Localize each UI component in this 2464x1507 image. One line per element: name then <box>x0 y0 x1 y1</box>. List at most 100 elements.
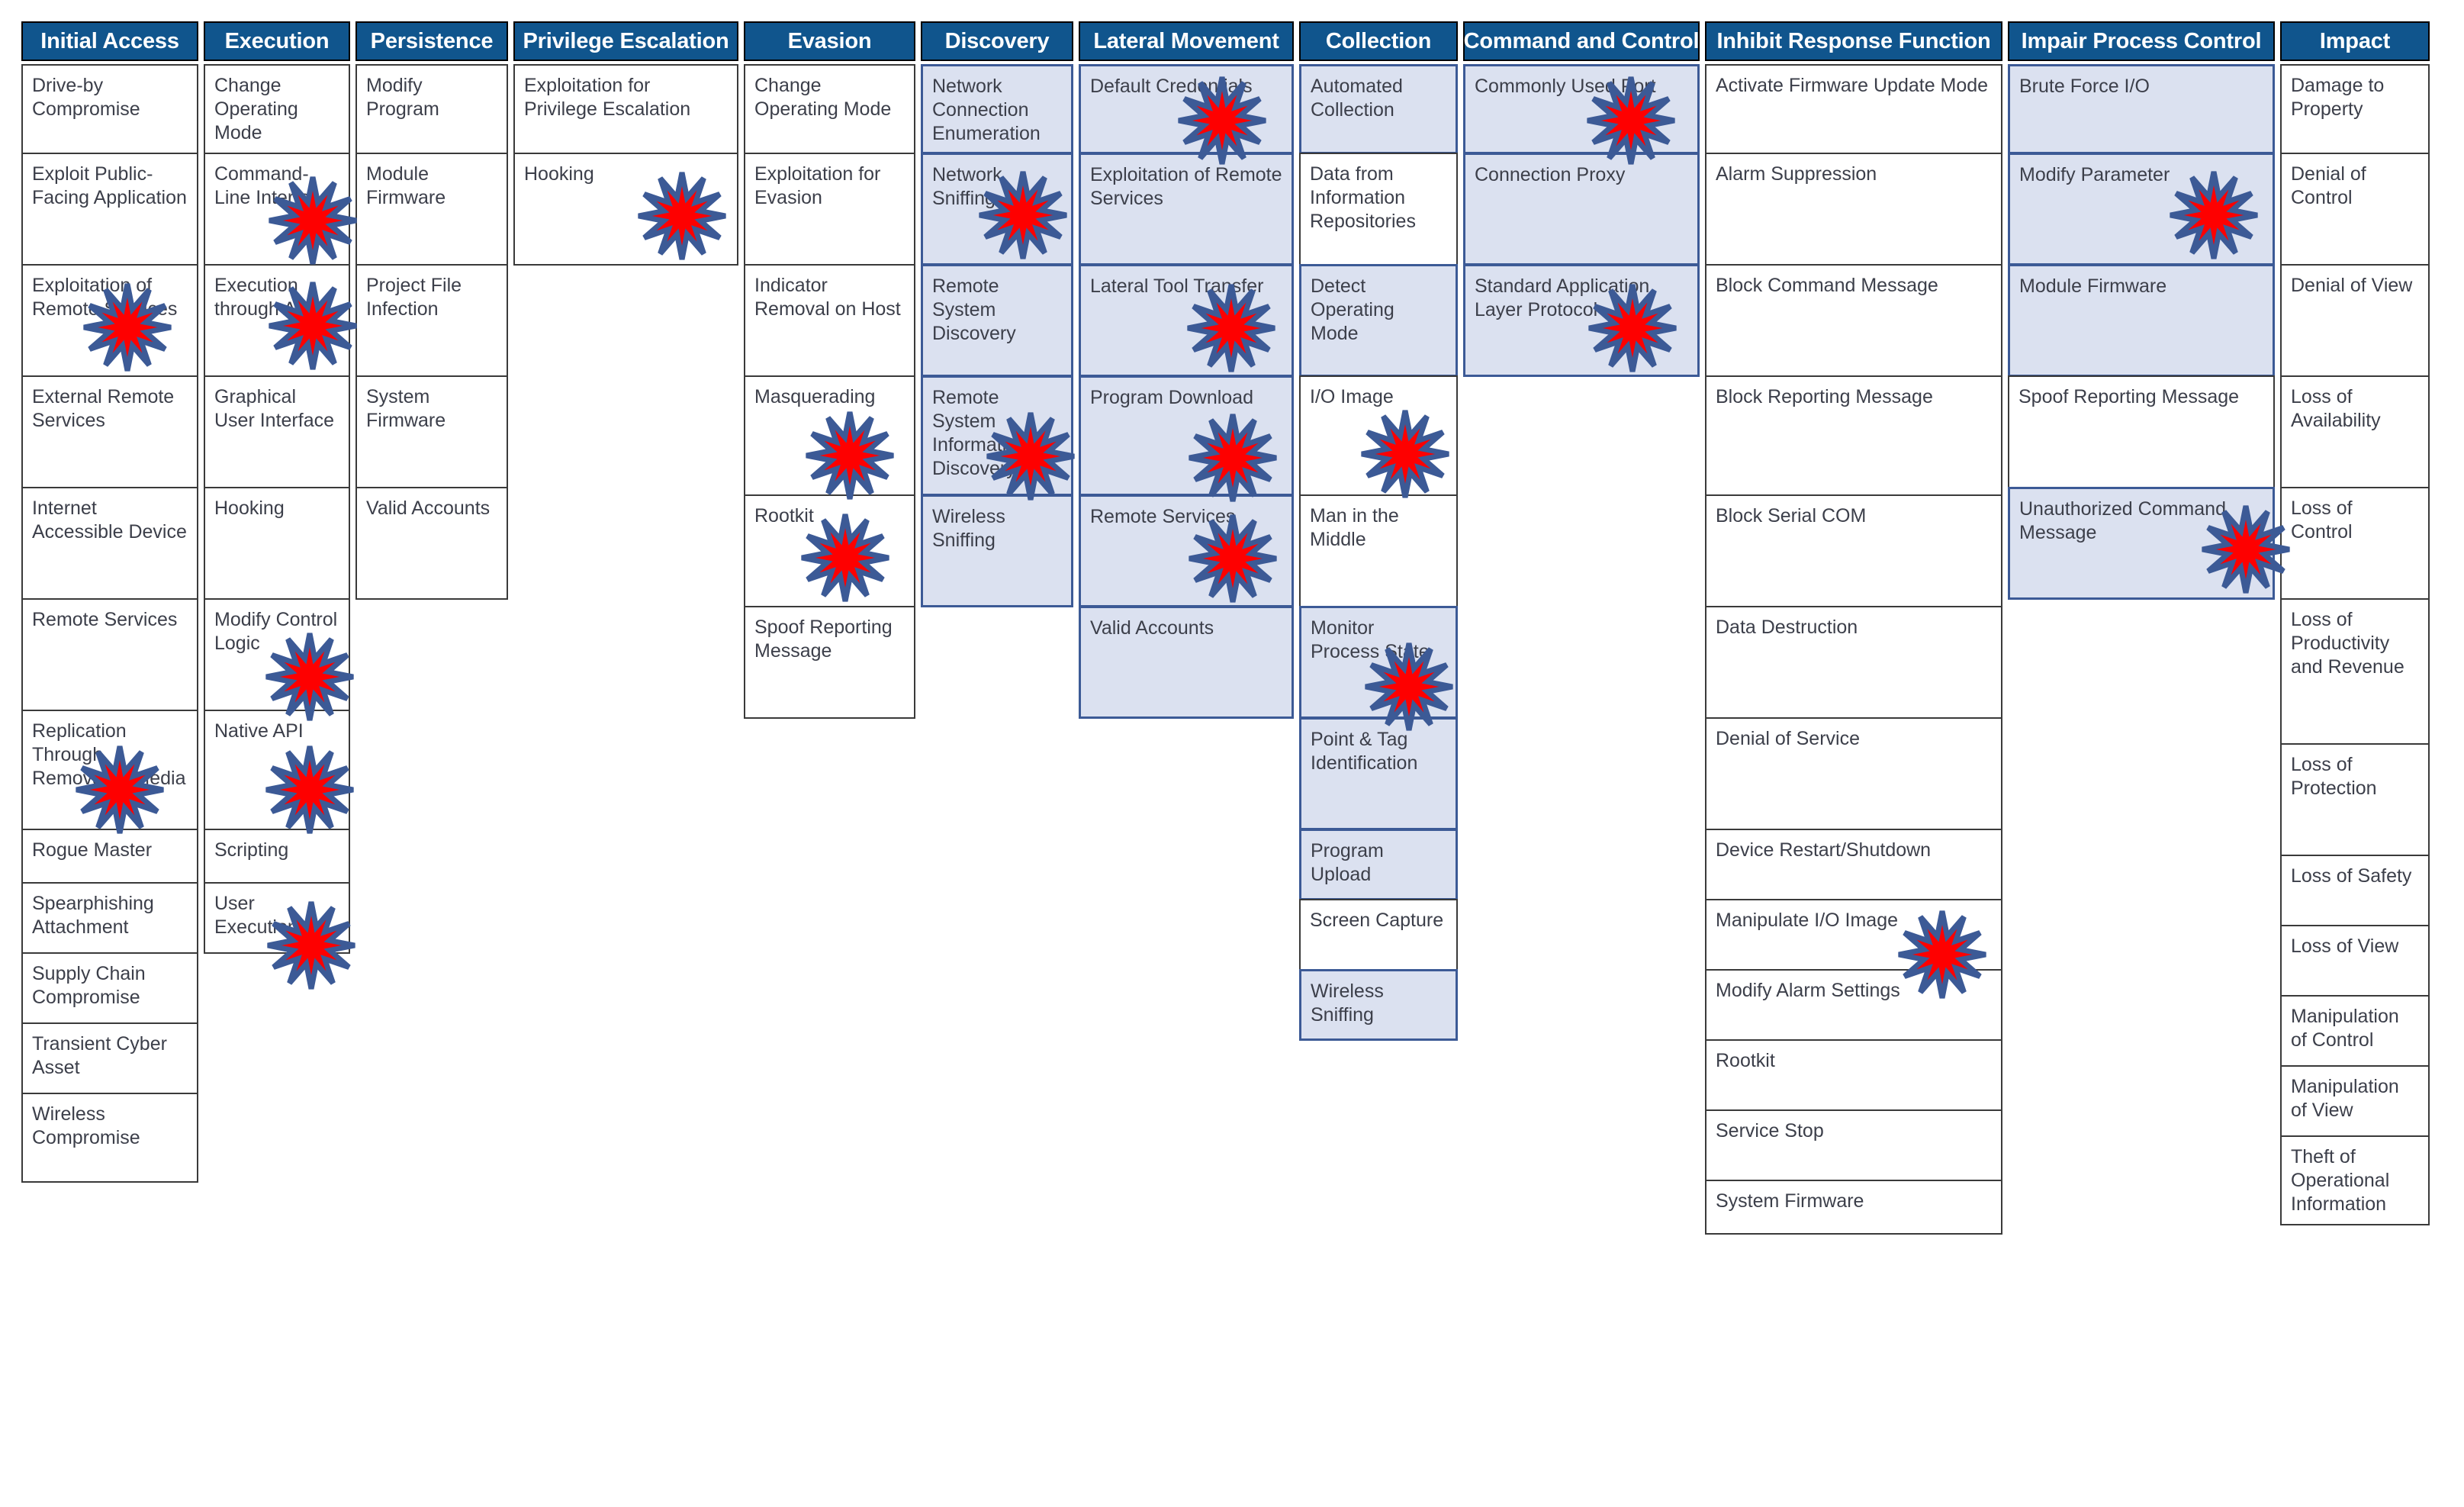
technique-cell[interactable]: Program Download <box>1079 375 1294 502</box>
technique-cell[interactable]: Loss of Safety <box>2280 855 2430 926</box>
column-header[interactable]: Impact <box>2280 21 2430 61</box>
technique-cell[interactable]: Rogue Master <box>21 829 198 884</box>
technique-cell[interactable]: Man in the Middle <box>1299 494 1458 607</box>
technique-cell[interactable]: Modify Parameter <box>2008 153 2275 266</box>
technique-cell[interactable]: Loss of View <box>2280 925 2430 997</box>
technique-cell[interactable]: Automated Collection <box>1299 64 1458 154</box>
technique-cell[interactable]: Replication Through Removable Media <box>21 710 198 834</box>
technique-cell[interactable]: Remote System Information Discovery <box>921 375 1075 501</box>
column-header[interactable]: Lateral Movement <box>1079 21 1294 61</box>
technique-cell[interactable]: Unauthorized Command Message <box>2008 487 2290 600</box>
technique-cell[interactable]: Service Stop <box>1705 1109 2002 1181</box>
technique-cell[interactable]: Point & Tag Identification <box>1299 717 1458 830</box>
technique-cell[interactable]: Loss of Protection <box>2280 743 2430 856</box>
technique-cell[interactable]: Detect Operating Mode <box>1299 264 1458 377</box>
technique-cell[interactable]: Loss of Productivity and Revenue <box>2280 598 2430 745</box>
technique-cell[interactable]: Program Upload <box>1299 829 1458 900</box>
technique-cell[interactable]: Module Firmware <box>2008 264 2275 377</box>
technique-cell[interactable]: Exploitation of Remote Services <box>1079 153 1294 266</box>
technique-cell[interactable]: Valid Accounts <box>1079 606 1294 719</box>
technique-cell[interactable]: Exploitation of Remote Services <box>21 264 198 377</box>
technique-cell[interactable]: Device Restart/Shutdown <box>1705 829 2002 900</box>
technique-cell[interactable]: Denial of View <box>2280 264 2430 377</box>
technique-cell[interactable]: Change Operating Mode <box>744 64 915 154</box>
technique-cell[interactable]: Loss of Control <box>2280 487 2430 600</box>
technique-cell[interactable]: Brute Force I/O <box>2008 64 2275 154</box>
technique-cell[interactable]: System Firmware <box>1705 1180 2002 1235</box>
technique-cell[interactable]: Masquerading <box>744 375 915 500</box>
technique-cell[interactable]: Screen Capture <box>1299 899 1458 971</box>
column-header[interactable]: Evasion <box>744 21 915 61</box>
technique-cell[interactable]: Activate Firmware Update Mode <box>1705 64 2002 154</box>
technique-cell[interactable]: Damage to Property <box>2280 64 2430 154</box>
column-header[interactable]: Privilege Escalation <box>513 21 738 61</box>
technique-cell[interactable]: Hooking <box>513 153 738 266</box>
technique-cell[interactable]: Modify Alarm Settings <box>1705 969 2002 1041</box>
technique-cell[interactable]: Block Serial COM <box>1705 494 2002 607</box>
technique-cell[interactable]: External Remote Services <box>21 375 198 488</box>
technique-cell[interactable]: Graphical User Interface <box>204 375 350 488</box>
technique-cell[interactable]: Spearphishing Attachment <box>21 882 198 954</box>
technique-cell[interactable]: Loss of Availability <box>2280 375 2430 488</box>
technique-cell[interactable]: Spoof Reporting Message <box>744 606 915 719</box>
technique-cell[interactable]: Supply Chain Compromise <box>21 952 198 1024</box>
technique-cell[interactable]: Commonly Used Port <box>1463 64 1700 165</box>
technique-cell[interactable]: Exploitation for Evasion <box>744 153 915 266</box>
technique-cell[interactable]: Module Firmware <box>355 153 508 266</box>
technique-cell[interactable]: Denial of Service <box>1705 717 2002 830</box>
technique-cell[interactable]: Native API <box>204 710 354 834</box>
technique-cell[interactable]: Hooking <box>204 487 350 600</box>
technique-cell[interactable]: Drive-by Compromise <box>21 64 198 154</box>
technique-cell[interactable]: Transient Cyber Asset <box>21 1022 198 1094</box>
technique-cell[interactable]: Exploitation for Privilege Escalation <box>513 64 738 154</box>
technique-cell[interactable]: Scripting <box>204 829 350 884</box>
technique-cell[interactable]: System Firmware <box>355 375 508 488</box>
technique-cell[interactable]: Indicator Removal on Host <box>744 264 915 377</box>
technique-cell[interactable]: Network Connection Enumeration <box>921 64 1073 154</box>
technique-cell[interactable]: Default Credentials <box>1079 64 1294 165</box>
technique-cell[interactable]: Modify Program <box>355 64 508 154</box>
technique-cell[interactable]: Block Reporting Message <box>1705 375 2002 496</box>
technique-cell[interactable]: Lateral Tool Transfer <box>1079 264 1294 377</box>
technique-cell[interactable]: Remote Services <box>21 598 198 711</box>
technique-cell[interactable]: Alarm Suppression <box>1705 153 2002 266</box>
technique-cell[interactable]: Connection Proxy <box>1463 153 1700 266</box>
technique-cell[interactable]: Spoof Reporting Message <box>2008 375 2275 488</box>
technique-cell[interactable]: Wireless Sniffing <box>921 494 1073 607</box>
technique-cell[interactable]: Standard Application Layer Protocol <box>1463 264 1700 377</box>
column-header[interactable]: Discovery <box>921 21 1073 61</box>
technique-cell[interactable]: Denial of Control <box>2280 153 2430 266</box>
column-header[interactable]: Command and Control <box>1463 21 1700 61</box>
technique-cell[interactable]: Theft of Operational Information <box>2280 1135 2430 1225</box>
technique-cell[interactable]: Exploit Public-Facing Application <box>21 153 198 266</box>
technique-cell[interactable]: Manipulate I/O Image <box>1705 899 2002 999</box>
technique-cell[interactable]: Project File Infection <box>355 264 508 377</box>
technique-cell[interactable]: Data Destruction <box>1705 606 2002 719</box>
column-header[interactable]: Persistence <box>355 21 508 61</box>
column-header[interactable]: Impair Process Control <box>2008 21 2275 61</box>
technique-cell[interactable]: Monitor Process State <box>1299 606 1458 731</box>
technique-cell[interactable]: Block Command Message <box>1705 264 2002 377</box>
technique-cell[interactable]: Rootkit <box>1705 1039 2002 1111</box>
technique-cell[interactable]: Command-Line Interface <box>204 153 357 266</box>
technique-cell[interactable]: Wireless Sniffing <box>1299 969 1458 1041</box>
column-header[interactable]: Execution <box>204 21 350 61</box>
technique-cell[interactable]: Valid Accounts <box>355 487 508 600</box>
column-header[interactable]: Collection <box>1299 21 1458 61</box>
technique-cell[interactable]: Internet Accessible Device <box>21 487 198 600</box>
technique-cell[interactable]: I/O Image <box>1299 375 1458 498</box>
technique-cell[interactable]: Remote System Discovery <box>921 264 1073 377</box>
technique-cell[interactable]: Data from Information Repositories <box>1299 153 1458 266</box>
technique-cell[interactable]: User Execution <box>204 882 355 990</box>
technique-cell[interactable]: Rootkit <box>744 494 915 607</box>
technique-cell[interactable]: Remote Services <box>1079 494 1294 607</box>
column-header[interactable]: Initial Access <box>21 21 198 61</box>
technique-cell[interactable]: Manipulation of View <box>2280 1065 2430 1137</box>
technique-cell[interactable]: Execution through API <box>204 264 357 377</box>
technique-cell[interactable]: Network Sniffing <box>921 153 1073 266</box>
column-header[interactable]: Inhibit Response Function <box>1705 21 2002 61</box>
technique-cell[interactable]: Manipulation of Control <box>2280 995 2430 1067</box>
technique-cell[interactable]: Modify Control Logic <box>204 598 354 721</box>
technique-cell[interactable]: Change Operating Mode <box>204 64 350 154</box>
technique-cell[interactable]: Wireless Compromise <box>21 1093 198 1183</box>
